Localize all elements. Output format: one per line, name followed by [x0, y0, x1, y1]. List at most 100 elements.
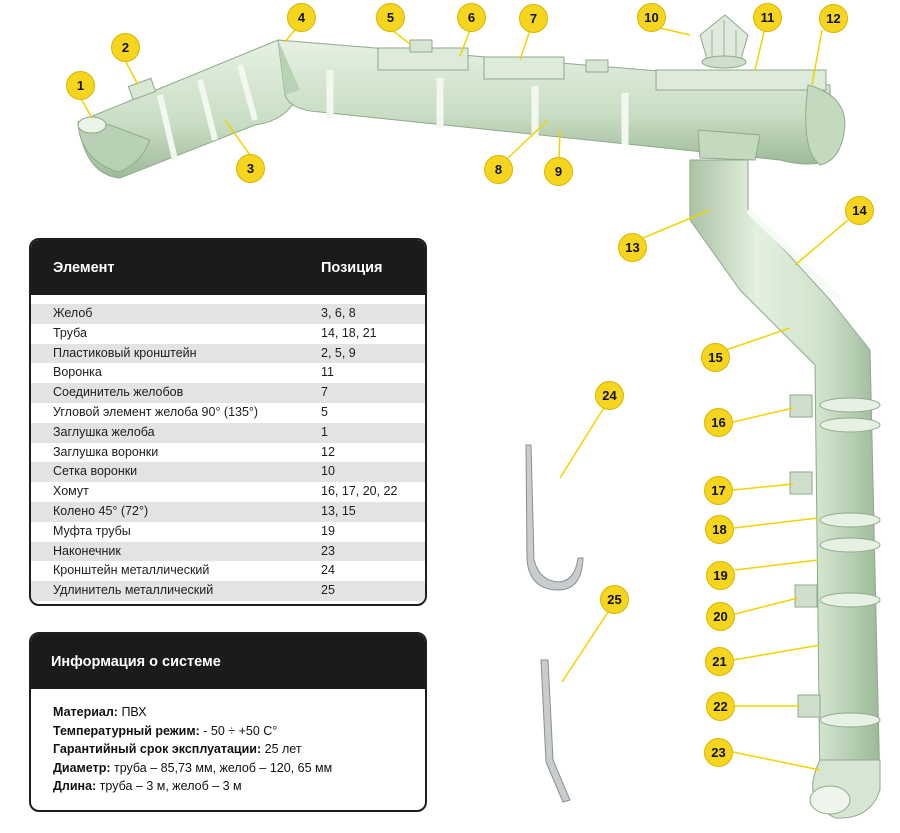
table-cell-position: 19	[297, 521, 425, 542]
marker-13: 13	[618, 233, 647, 262]
gutter-left	[77, 39, 301, 179]
info-value: - 50 ÷ +50 С°	[199, 723, 278, 738]
marker-8: 8	[484, 155, 513, 184]
marker-7: 7	[519, 4, 548, 33]
info-label: Диаметр:	[53, 760, 111, 775]
table-cell-position: 7	[297, 383, 425, 403]
table-cell-element: Желоб	[31, 304, 297, 324]
info-value: 25 лет	[261, 742, 302, 757]
info-line: Температурный режим: - 50 ÷ +50 С°	[53, 722, 425, 741]
table-cell-position: 12	[297, 442, 425, 463]
table-cell-position: 10	[297, 462, 425, 483]
leader-lines	[79, 25, 849, 771]
marker-18: 18	[705, 515, 734, 544]
marker-15: 15	[701, 343, 730, 372]
marker-21: 21	[705, 647, 734, 676]
marker-4: 4	[287, 3, 316, 32]
marker-6: 6	[457, 3, 486, 32]
info-line: Диаметр: труба – 85,73 мм, желоб – 120, …	[53, 759, 425, 778]
marker-22: 22	[706, 692, 735, 721]
table-cell-position: 2, 5, 9	[297, 343, 425, 364]
table-cell-element: Сетка воронки	[31, 462, 297, 483]
info-label: Длина:	[53, 779, 97, 794]
metal-bracket	[525, 444, 584, 591]
system-info-title: Информация о системе	[31, 634, 425, 689]
table-cell-element: Заглушка желоба	[31, 422, 297, 443]
column-header-position: Позиция	[321, 259, 383, 276]
info-line: Длина: труба – 3 м, желоб – 3 м	[53, 777, 425, 796]
marker-2: 2	[111, 33, 140, 62]
column-header-element: Элемент	[53, 259, 115, 276]
marker-3: 3	[236, 154, 265, 183]
table-cell-element: Труба	[31, 323, 297, 344]
marker-23: 23	[704, 738, 733, 767]
table-cell-position: 24	[297, 561, 425, 582]
marker-19: 19	[706, 561, 735, 590]
table-cell-element: Пластиковый кронштейн	[31, 343, 297, 364]
table-cell-position: 13, 15	[297, 501, 425, 522]
table-cell-position: 25	[297, 581, 425, 601]
table-cell-element: Воронка	[31, 363, 297, 384]
gutter-main	[277, 39, 846, 166]
table-cell-element: Муфта трубы	[31, 521, 297, 542]
marker-24: 24	[595, 381, 624, 410]
table-cell-position: 16, 17, 20, 22	[297, 482, 425, 502]
marker-1: 1	[66, 71, 95, 100]
info-label: Гарантийный срок эксплуатации:	[53, 742, 262, 757]
marker-9: 9	[544, 157, 573, 186]
marker-14: 14	[845, 196, 874, 225]
parts-table-header: Элемент Позиция	[31, 240, 425, 295]
marker-17: 17	[704, 476, 733, 505]
table-cell-position: 1	[297, 422, 425, 443]
marker-20: 20	[706, 602, 735, 631]
table-cell-element: Колено 45° (72°)	[31, 501, 297, 522]
table-cell-position: 5	[297, 402, 425, 423]
table-cell-position: 14, 18, 21	[297, 323, 425, 344]
marker-16: 16	[704, 408, 733, 437]
table-cell-position: 23	[297, 541, 425, 562]
metal-extender	[540, 659, 571, 803]
table-cell-position: 11	[297, 363, 425, 384]
table-cell-element: Удлинитель металлический	[31, 581, 297, 601]
funnel	[697, 14, 761, 161]
table-row: Угловой элемент желоба 90° (135°)5	[31, 402, 425, 423]
table-row: Колено 45° (72°)13, 15	[31, 501, 425, 522]
table-cell-element: Угловой элемент желоба 90° (135°)	[31, 402, 297, 423]
table-cell-element: Хомут	[31, 482, 297, 502]
table-cell-element: Заглушка воронки	[31, 442, 297, 463]
table-cell-position: 3, 6, 8	[297, 304, 425, 324]
marker-12: 12	[819, 4, 848, 33]
info-line: Материал: ПВХ	[53, 703, 425, 722]
downpipe	[689, 159, 881, 819]
marker-25: 25	[600, 585, 629, 614]
table-cell-element: Кронштейн металлический	[31, 561, 297, 582]
info-value: труба – 85,73 мм, желоб – 120, 65 мм	[110, 760, 333, 775]
info-value: труба – 3 м, желоб – 3 м	[96, 779, 242, 794]
marker-11: 11	[753, 3, 782, 32]
marker-10: 10	[637, 3, 666, 32]
info-value: ПВХ	[117, 705, 147, 719]
marker-5: 5	[376, 3, 405, 32]
info-label: Температурный режим:	[53, 723, 200, 738]
table-cell-element: Наконечник	[31, 541, 297, 562]
info-line: Гарантийный срок эксплуатации: 25 лет	[53, 740, 425, 759]
table-cell-element: Соединитель желобов	[31, 383, 297, 403]
